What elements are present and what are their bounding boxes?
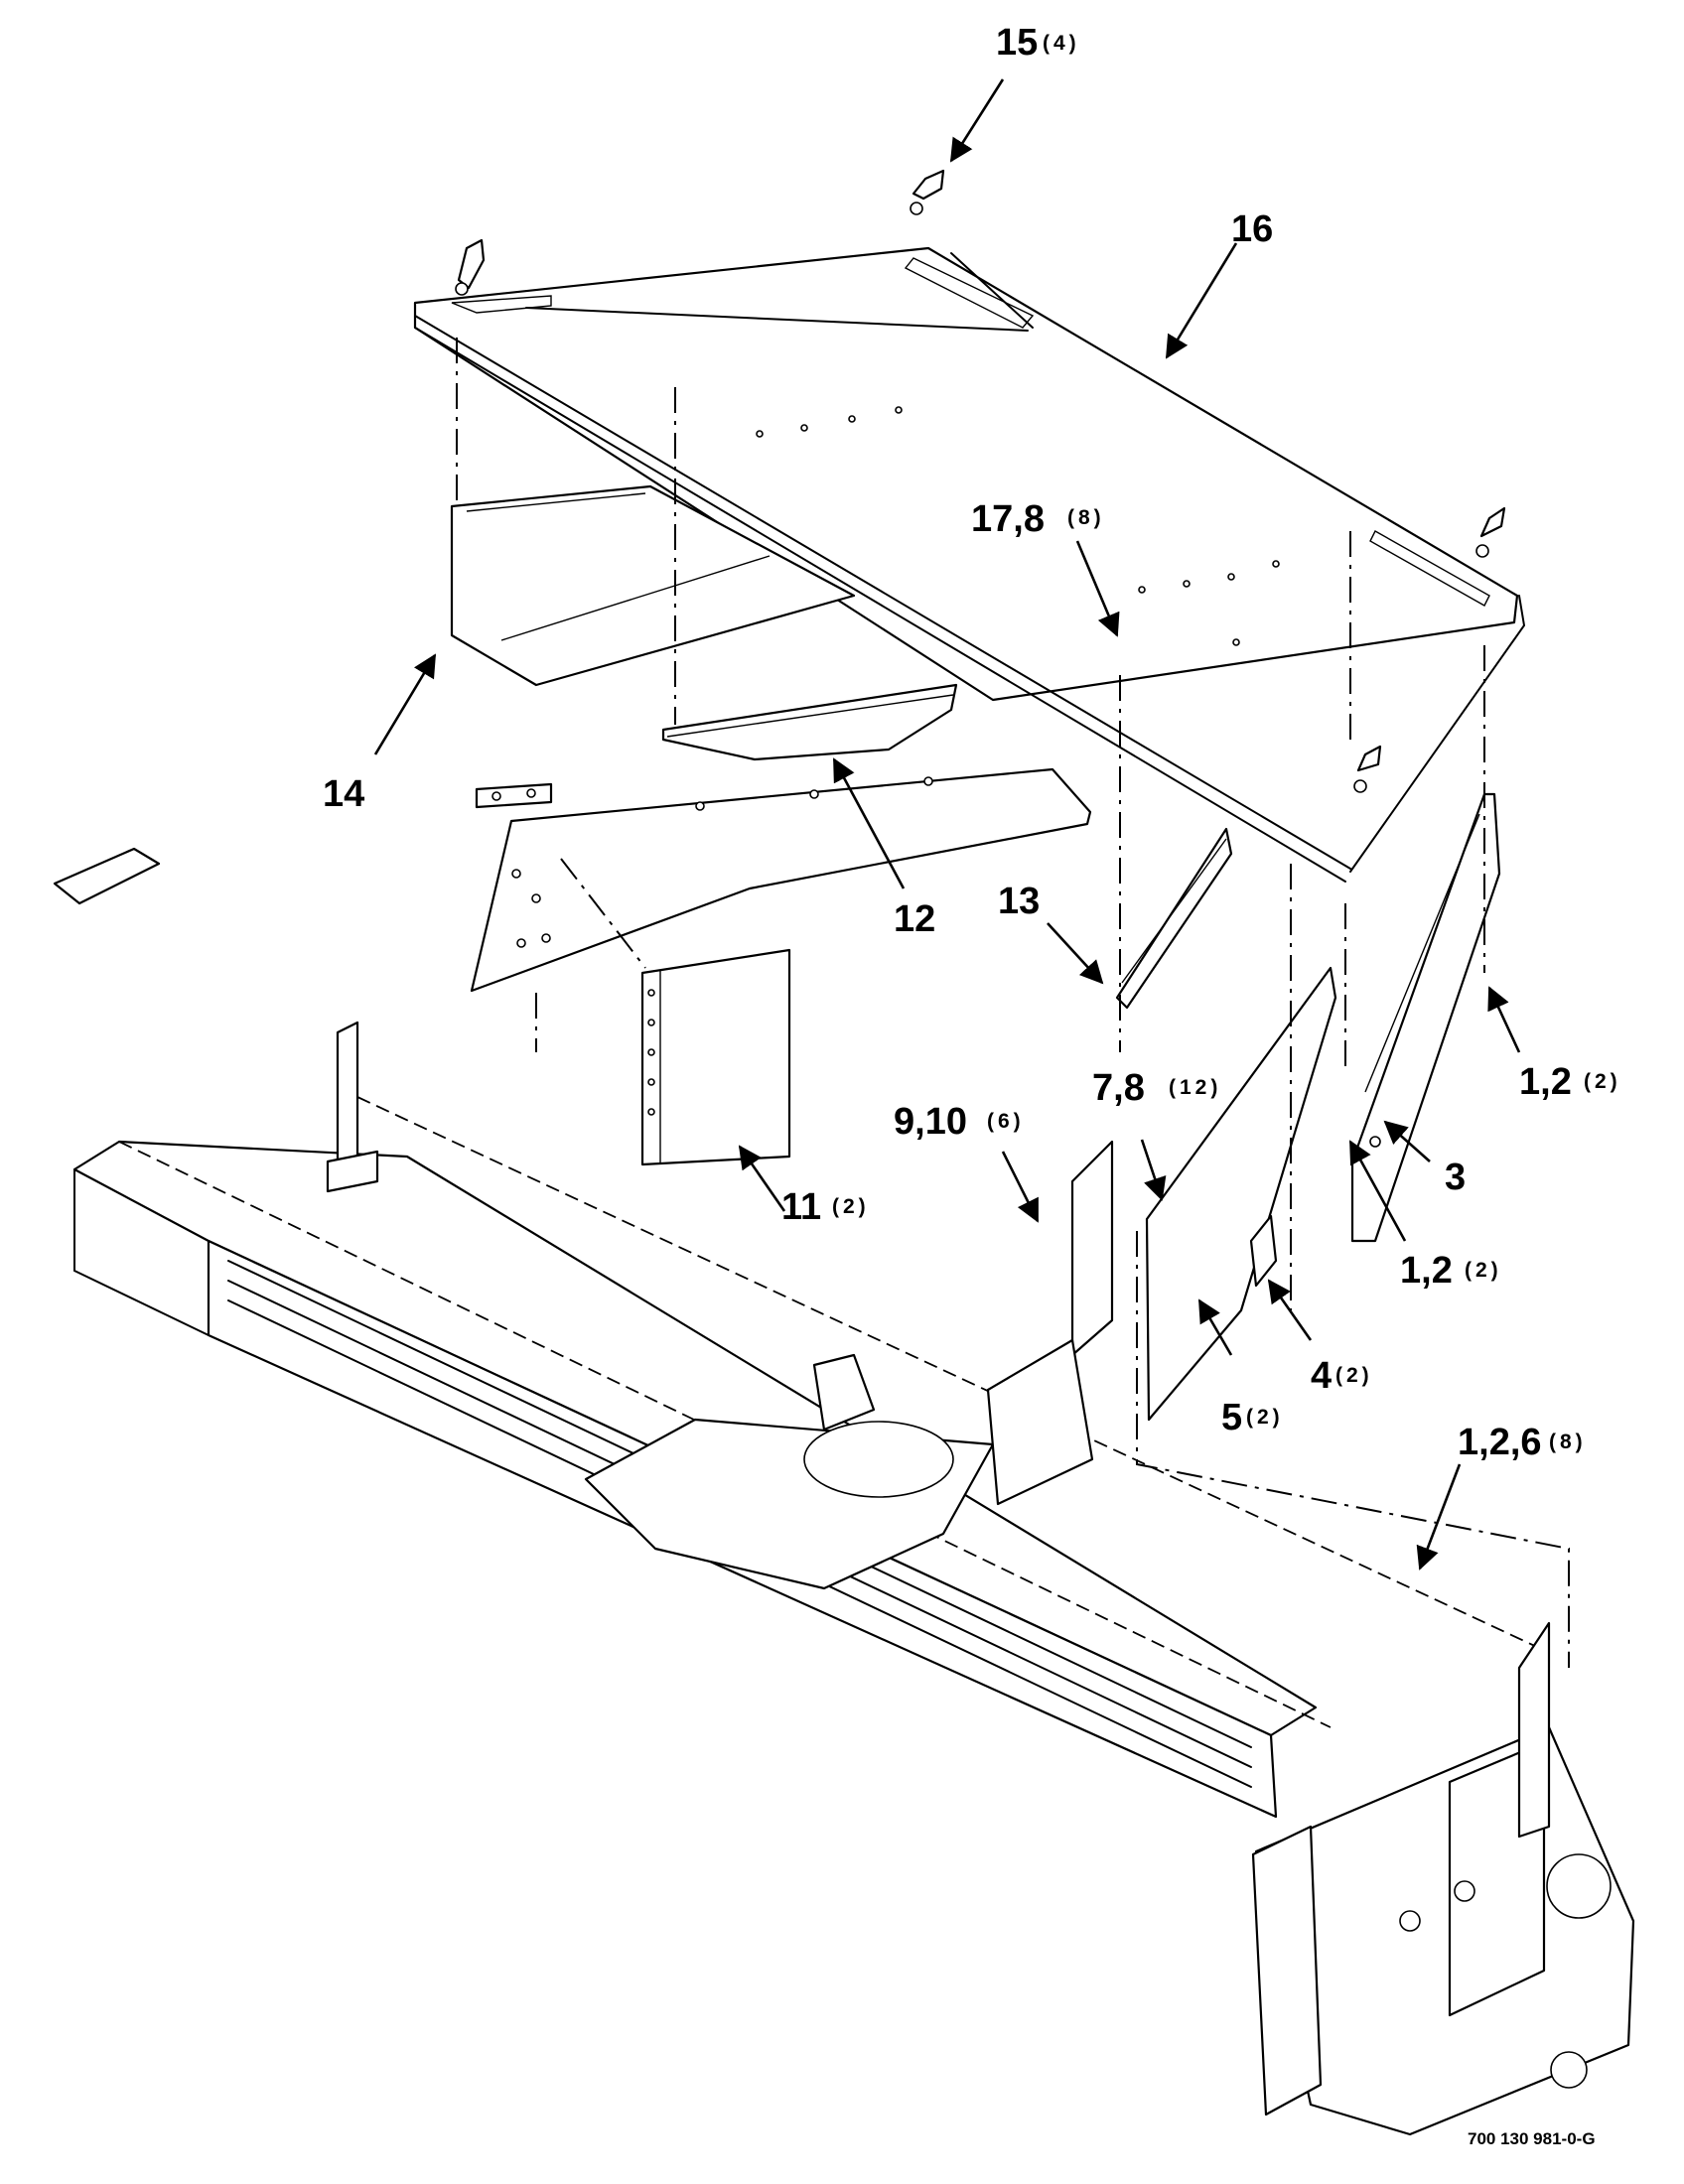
latch-clip [455,169,1506,793]
callout-17-8-label: 17,8 [971,498,1045,540]
callout-17-8-qty: (8) [1067,506,1105,529]
clip-bracket [1249,1214,1278,1288]
left-deflector-panel [450,484,856,687]
alignment-lines [456,338,1570,1668]
callout-16-label: 16 [1231,208,1273,250]
callout-5-qty: (2) [1246,1406,1284,1429]
callout-9-10-qty: (6) [987,1110,1025,1133]
callout-7-8-qty: (12) [1169,1076,1221,1099]
callout-13-label: 13 [998,881,1040,922]
callout-4-qty: (2) [1335,1364,1373,1387]
callout-11-label: 11 [781,1186,821,1228]
main-frame [53,847,1635,2136]
callout-1-2-6-qty: (8) [1549,1431,1587,1453]
callout-1-2-lower-qty: (2) [1465,1259,1502,1282]
callout-7-8-label: 7,8 [1092,1067,1145,1109]
small-flap [640,948,791,1166]
callout-9-10-label: 9,10 [894,1101,967,1143]
callout-11-qty: (2) [832,1195,870,1218]
callout-5-label: 5 [1221,1397,1242,1438]
side-shield-panel [1145,966,1337,1422]
top-cover-panel [413,246,1526,883]
leader-lines [373,78,1521,1570]
angle-bracket [1115,827,1233,1010]
callout-12-label: 12 [894,898,935,940]
center-shield [661,683,958,761]
callout-14-label: 14 [323,773,364,815]
callout-15-qty: (4) [1043,32,1080,55]
small-end-panel [1070,1140,1114,1357]
callout-1-2-upper-qty: (2) [1584,1070,1621,1093]
callout-15-label: 15 [996,22,1038,64]
callout-4-label: 4 [1311,1355,1332,1397]
callout-1-2-6-label: 1,2,6 [1458,1422,1542,1463]
callout-3-label: 3 [1445,1157,1466,1198]
right-vertical-bracket [1350,792,1501,1243]
callout-1-2-upper-label: 1,2 [1519,1061,1572,1103]
drawing-number: 700 130 981-0-G [1468,2129,1596,2148]
callout-1-2-lower-label: 1,2 [1400,1250,1453,1292]
side-sheet [470,767,1092,993]
